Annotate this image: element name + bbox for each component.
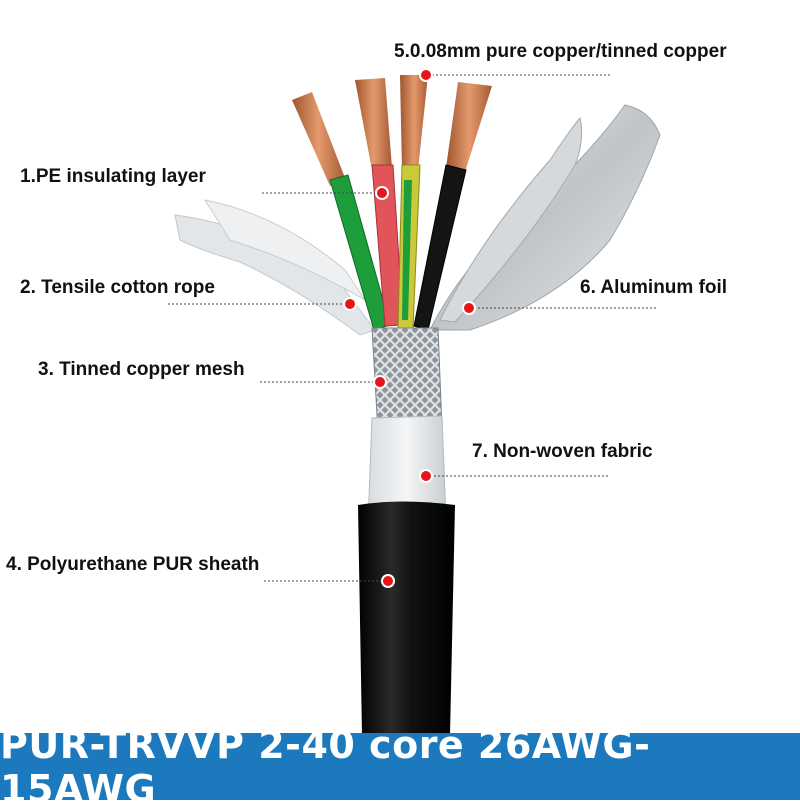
pur-sheath	[358, 501, 455, 735]
label-pur-sheath: 4. Polyurethane PUR sheath	[6, 554, 260, 575]
cotton-rope	[174, 199, 376, 336]
label-cotton-rope: 2. Tensile cotton rope	[20, 277, 215, 298]
leader-lines	[168, 74, 658, 582]
marker-aluminum-foil	[462, 301, 476, 315]
marker-cotton-rope	[343, 297, 357, 311]
label-pure-copper: 5.0.08mm pure copper/tinned copper	[394, 41, 727, 62]
marker-pure-copper	[419, 68, 433, 82]
marker-non-woven	[419, 469, 433, 483]
marker-pe-insulating	[375, 186, 389, 200]
label-pe-insulating: 1.PE insulating layer	[20, 166, 206, 187]
callout-markers	[343, 68, 476, 588]
label-copper-mesh: 3. Tinned copper mesh	[38, 359, 245, 380]
copper-conductors	[292, 75, 492, 186]
label-aluminum-foil: 6. Aluminum foil	[580, 277, 728, 298]
marker-copper-mesh	[373, 375, 387, 389]
aluminum-foil	[429, 104, 661, 331]
product-banner: PUR-TRVVP 2-40 core 26AWG-15AWG	[0, 723, 800, 811]
marker-pur-sheath	[381, 574, 395, 588]
label-non-woven: 7. Non-woven fabric	[472, 441, 653, 462]
